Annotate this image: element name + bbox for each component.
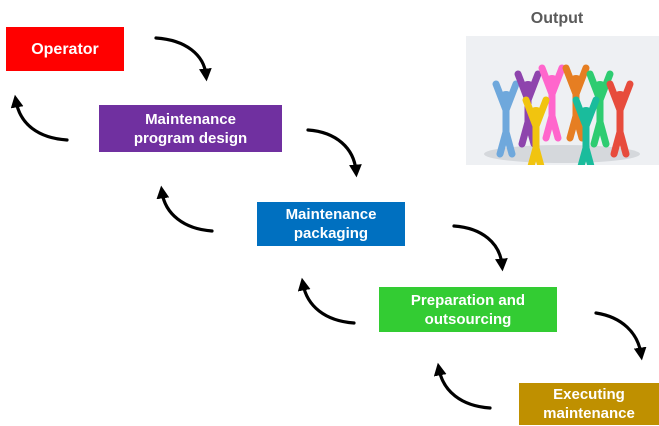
arrow-feedback-1 xyxy=(10,94,69,142)
people-circle-icon xyxy=(466,36,659,174)
step-packaging: Maintenance packaging xyxy=(257,202,405,246)
people-group xyxy=(492,64,634,174)
people-shadow xyxy=(484,145,640,163)
arrow-feedback-3 xyxy=(297,277,356,325)
people-illustration xyxy=(484,64,640,174)
person-figure xyxy=(538,64,566,142)
person-figure xyxy=(492,80,520,158)
arrow-feedback-4 xyxy=(433,362,492,410)
step-program-design: Maintenance program design xyxy=(99,105,282,152)
person-figure xyxy=(606,80,634,158)
arrow-forward-4 xyxy=(594,311,647,361)
step-operator: Operator xyxy=(6,27,124,71)
arrow-forward-1 xyxy=(154,36,212,82)
person-figure xyxy=(572,96,600,174)
output-label: Output xyxy=(530,10,584,27)
arrow-forward-2 xyxy=(306,128,362,178)
person-figure xyxy=(586,70,614,148)
arrow-feedback-2 xyxy=(156,185,214,233)
step-executing: Executing maintenance xyxy=(519,383,659,425)
step-preparation: Preparation and outsourcing xyxy=(379,287,557,332)
arrow-forward-3 xyxy=(452,224,508,272)
